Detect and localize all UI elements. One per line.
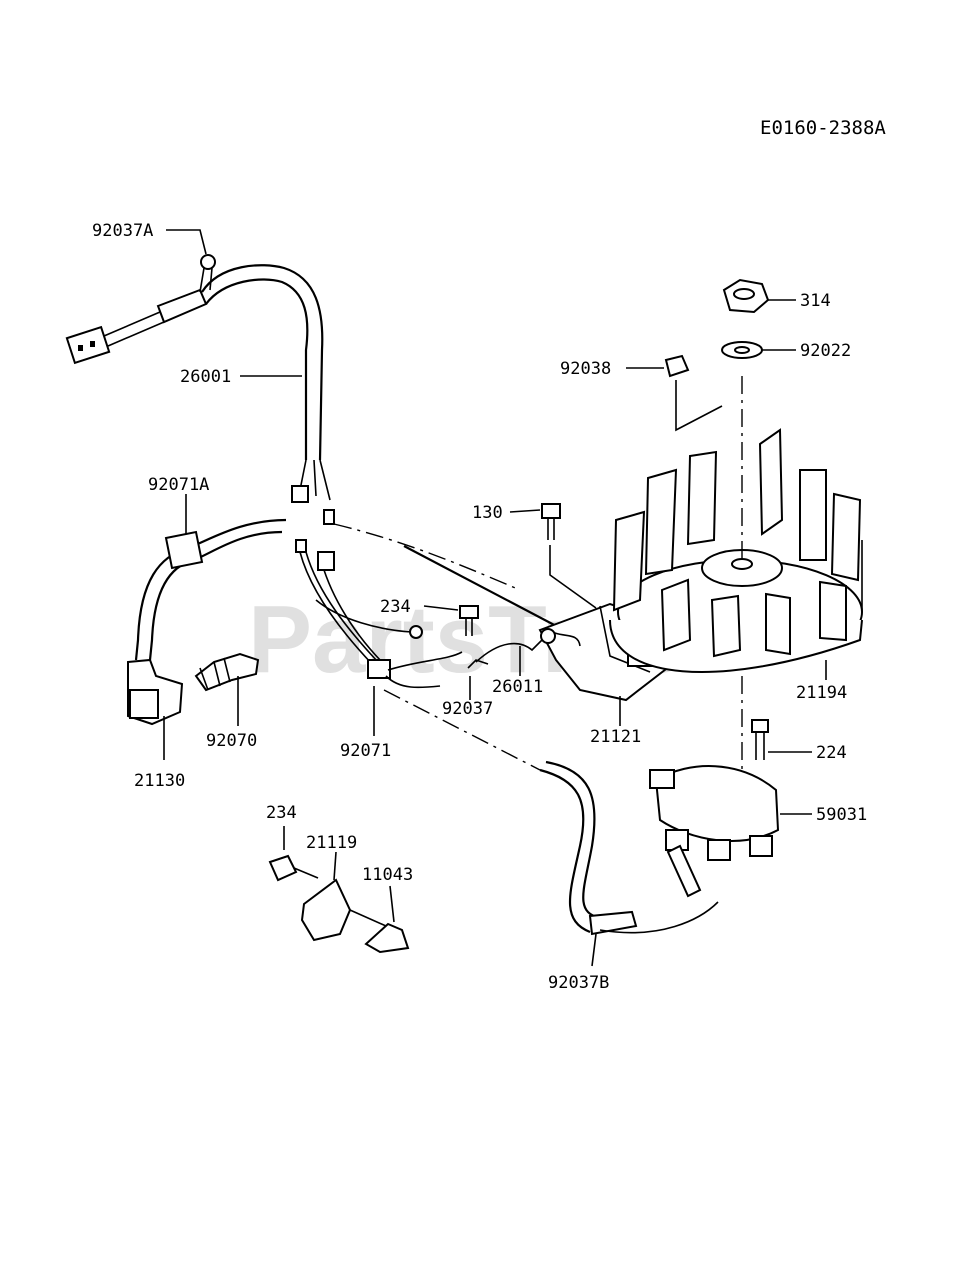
diagram-reference: E0160-2388A: [760, 117, 886, 139]
part-label-92071A[interactable]: 92071A: [148, 475, 209, 495]
part-label-92037A[interactable]: 92037A: [92, 221, 153, 241]
part-label-224[interactable]: 224: [816, 743, 847, 763]
part-label-26011[interactable]: 26011: [492, 677, 543, 697]
part-label-130[interactable]: 130: [472, 503, 503, 523]
part-label-92037B[interactable]: 92037B: [548, 973, 609, 993]
part-labels: 92037A 26001 92071A 21130 92070 92071 23…: [92, 221, 867, 993]
part-label-21121[interactable]: 21121: [590, 727, 641, 747]
part-label-11043[interactable]: 11043: [362, 865, 413, 885]
part-label-26001[interactable]: 26001: [180, 367, 231, 387]
stator-drawing: [649, 719, 780, 898]
part-label-314[interactable]: 314: [800, 291, 831, 311]
part-label-234-upper[interactable]: 234: [380, 597, 411, 617]
part-label-21194[interactable]: 21194: [796, 683, 847, 703]
part-label-92038[interactable]: 92038: [560, 359, 611, 379]
leader-lines: [163, 229, 827, 967]
part-label-92071[interactable]: 92071: [340, 741, 391, 761]
part-label-21130[interactable]: 21130: [134, 771, 185, 791]
nut-washer-drawing: [664, 278, 770, 378]
part-label-59031[interactable]: 59031: [816, 805, 867, 825]
part-label-234-lower[interactable]: 234: [266, 803, 297, 823]
part-label-92037[interactable]: 92037: [442, 699, 493, 719]
flywheel-drawing: [609, 376, 863, 810]
plug-cap-drawing: [127, 518, 287, 726]
main-harness-drawing: [65, 254, 719, 936]
part-label-21119[interactable]: 21119: [306, 833, 357, 853]
part-label-92022[interactable]: 92022: [800, 341, 851, 361]
part-label-92070[interactable]: 92070: [206, 731, 257, 751]
bracket-drawing: [268, 854, 410, 954]
